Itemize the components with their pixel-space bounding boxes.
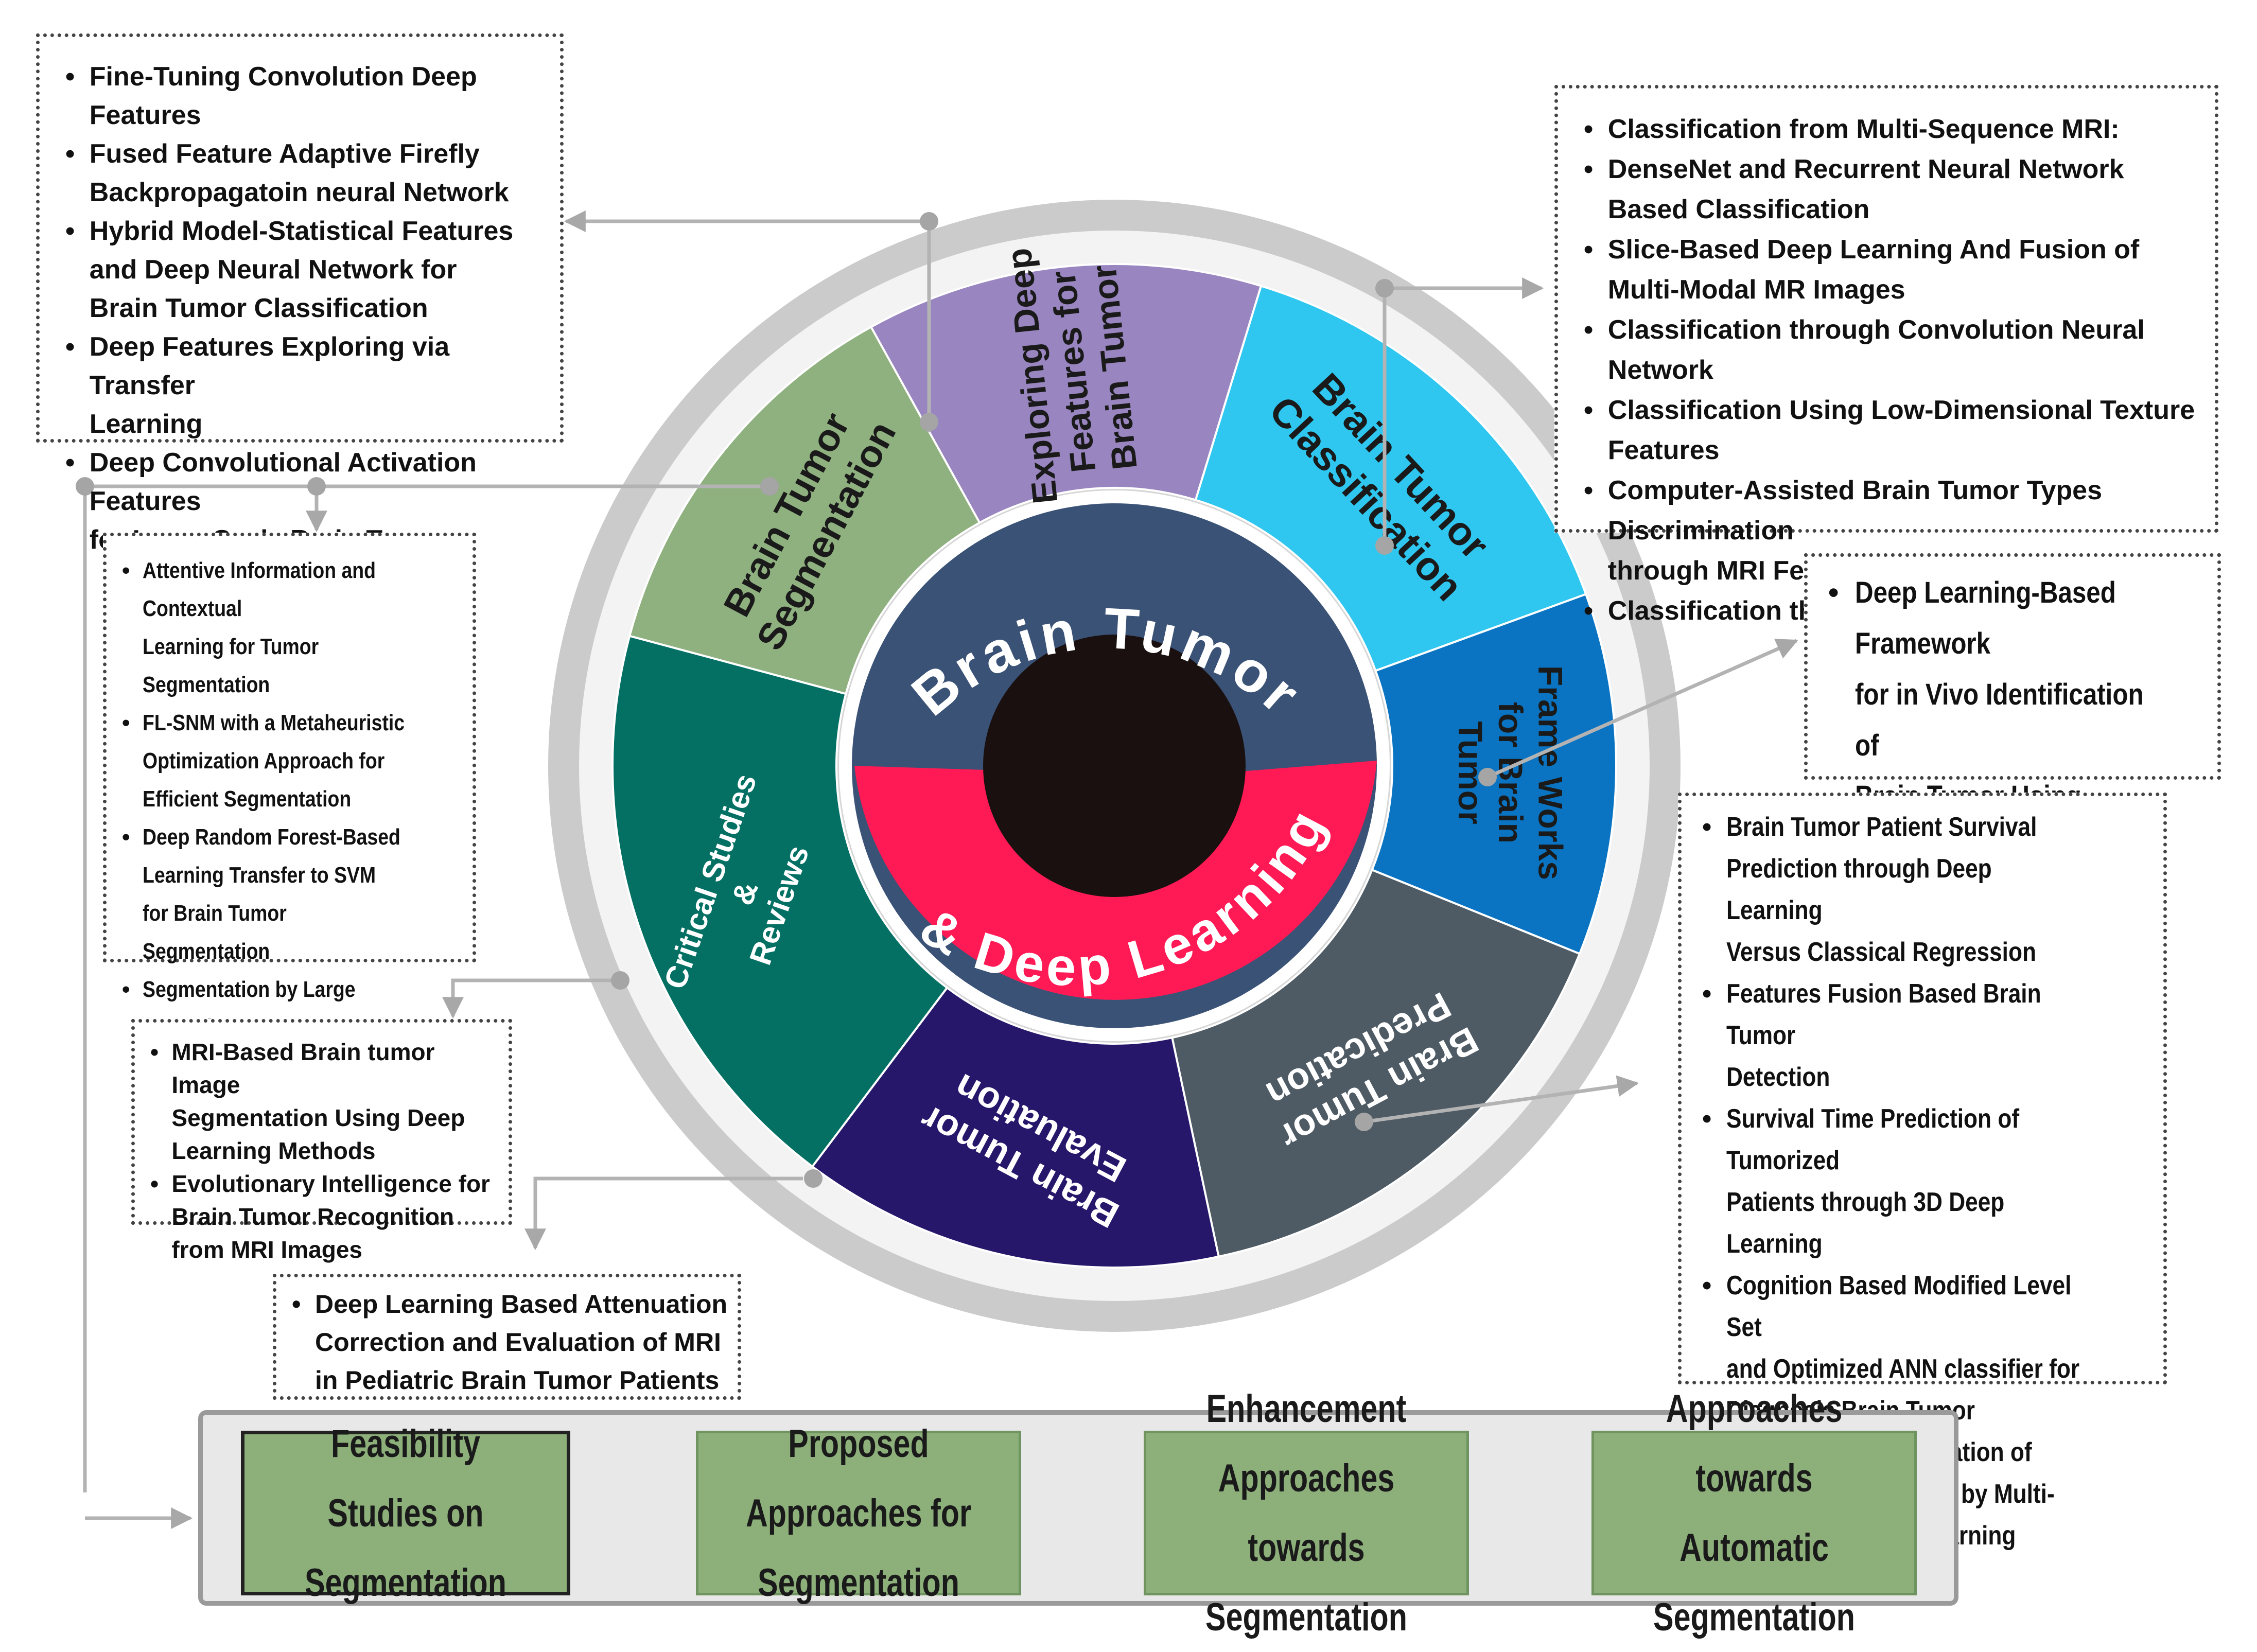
list-item-text: Deep Learning Based Attenuation Correcti… <box>315 1290 728 1395</box>
list-item-text: Computer-Assisted Brain Tumor Types Disc… <box>1607 476 2103 586</box>
list-item: • Deep Random Forest-Based Learning Trans… <box>122 818 467 971</box>
segment-prediction[interactable] <box>1170 868 1581 1258</box>
list-item: • Evolutionary Intelligence for Brain Tum… <box>150 1167 503 1266</box>
list-item-text: Evolutionary Intelligence for Brain Tumo… <box>171 1170 490 1263</box>
list-item: • Computer-Assisted Brain Tumor Types Dis… <box>1584 470 2204 591</box>
bullet-icon: • <box>122 710 130 735</box>
bullet-icon: • <box>1828 576 1839 609</box>
list-item: • FL-SNM with a Metaheuristic Optimizatio… <box>122 704 467 818</box>
connector-critical <box>442 978 620 1019</box>
connector-prediction <box>1363 1075 1639 1124</box>
segment-evaluation[interactable] <box>811 986 1220 1269</box>
bullet-icon: • <box>65 139 75 169</box>
bullet-icon: • <box>150 1170 159 1197</box>
list-item: • Deep Learning Based Attenuation Correct… <box>292 1285 732 1399</box>
connector-evaluation <box>524 1176 803 1251</box>
list-item: • Deep Features Exploring via Transfer Le… <box>65 328 550 444</box>
list-item: • Classification through Convolution Neur… <box>1584 310 2204 390</box>
list-item: • Slice-Based Deep Learning And Fusion of… <box>1584 230 2204 310</box>
segment-exploring[interactable] <box>869 263 1263 524</box>
list-item: • Survival Time Prediction of Tumorized P… <box>1702 1098 2158 1265</box>
list-item-text: Brain Tumor Patient Survival Prediction … <box>1726 812 2037 967</box>
list-item-text: Hybrid Model-Statistical Features and De… <box>89 216 514 323</box>
list-item-text: Fine-Tuning Convolution Deep Features <box>89 62 477 130</box>
list-item: • Brain Tumor Patient Survival Prediction… <box>1702 806 2158 973</box>
bullet-icon: • <box>1584 476 1594 505</box>
list-item-text: FL-SNM with a Metaheuristic Optimization… <box>142 710 405 812</box>
bullet-icon: • <box>65 62 75 92</box>
bullet-icon: • <box>1702 1271 1712 1300</box>
list-item-text: Classification through Convolution Neura… <box>1607 315 2145 385</box>
list-item-text: Classification from Multi-Sequence MRI: <box>1607 114 2120 144</box>
segment-label-line: Frame Works <box>1532 665 1570 880</box>
list-item-text: Deep Random Forest-Based Learning Transf… <box>142 824 400 964</box>
enhancement-approaches-button[interactable]: Enhancement Approaches towards Segmentat… <box>1144 1387 1469 1639</box>
box-pediatric-evaluation: • Deep Learning Based Attenuation Correct… <box>273 1274 741 1400</box>
feasibility-studies-button[interactable]: Feasibility Studies on Segmentation <box>241 1422 570 1605</box>
list-item: • Hybrid Model-Statistical Features and D… <box>65 212 550 328</box>
list-item-text: DenseNet and Recurrent Neural Network Ba… <box>1607 154 2124 224</box>
bullet-icon: • <box>1702 812 1712 842</box>
automatic-segmentation-button[interactable]: Approaches towards Automatic Segmentatio… <box>1591 1387 1917 1639</box>
bullet-icon: • <box>150 1039 159 1065</box>
bullet-icon: • <box>1584 395 1594 425</box>
bullet-icon: • <box>122 977 130 1002</box>
bullet-icon: • <box>1584 596 1594 626</box>
box-evaluation-methods: • MRI-Based Brain tumor Image Segmentatio… <box>131 1019 512 1263</box>
list-item: • Classification Using Low-Dimensional Te… <box>1584 390 2204 470</box>
bullet-icon: • <box>65 448 75 478</box>
list-item: • Features Fusion Based Brain Tumor Detec… <box>1702 973 2158 1098</box>
bullet-icon: • <box>1584 114 1594 144</box>
segment-critical[interactable] <box>611 635 949 1168</box>
bullet-icon: • <box>1584 235 1594 265</box>
list-item-text: Attentive Information and Contextual Lea… <box>142 558 376 697</box>
bullet-icon: • <box>122 558 130 583</box>
core-center <box>983 635 1246 897</box>
bullet-icon: • <box>1702 1104 1712 1134</box>
list-item-text: Classification Using Low-Dimensional Tex… <box>1607 395 2195 465</box>
list-item-text: Features Fusion Based Brain Tumor Detect… <box>1726 979 2041 1092</box>
list-item-text: Survival Time Prediction of Tumorized Pa… <box>1726 1104 2019 1259</box>
box-frameworks: •Deep Learning-Based Framework for in Vi… <box>1804 553 2221 915</box>
list-item: • Fused Feature Adaptive Firefly Backprop… <box>65 135 550 212</box>
bullet-icon: • <box>65 216 75 246</box>
list-item: • DenseNet and Recurrent Neural Network B… <box>1584 149 2204 230</box>
box-prediction-methods: • Brain Tumor Patient Survival Prediction… <box>1678 793 2167 1592</box>
box-deep-feature-exploration: • Fine-Tuning Convolution Deep Features • F… <box>36 33 564 555</box>
list-item: • Fine-Tuning Convolution Deep Features <box>65 58 550 135</box>
list-item-text: Slice-Based Deep Learning And Fusion of … <box>1607 235 2140 305</box>
list-item: • Attentive Information and Contextual Le… <box>122 552 467 704</box>
bullet-icon: • <box>292 1290 301 1319</box>
segment-segmentation[interactable] <box>628 325 981 695</box>
box-segmentation-methods: • Attentive Information and Contextual Le… <box>103 533 476 1154</box>
connector-dots <box>76 212 1497 1188</box>
bullet-icon: • <box>1584 315 1594 345</box>
list-item-text: Fused Feature Adaptive Firefly Backpropa… <box>89 139 509 207</box>
connector-frameworks <box>1486 639 1798 779</box>
bullet-icon: • <box>1584 154 1594 184</box>
bullet-icon: • <box>65 332 75 362</box>
bullet-icon: • <box>1702 979 1712 1009</box>
list-item-text: Deep Features Exploring via Transfer Lea… <box>89 332 450 439</box>
list-item-text: MRI-Based Brain tumor Image Segmentation… <box>171 1039 465 1164</box>
list-item: • Classification from Multi-Sequence MRI: <box>1584 109 2204 149</box>
box-classification-methods: • Classification from Multi-Sequence MRI:… <box>1554 85 2218 626</box>
proposed-approaches-button[interactable]: Proposed Approaches for Segmentation <box>696 1422 1021 1605</box>
list-item: • MRI-Based Brain tumor Image Segmentatio… <box>150 1035 503 1167</box>
bullet-icon: • <box>122 824 130 850</box>
